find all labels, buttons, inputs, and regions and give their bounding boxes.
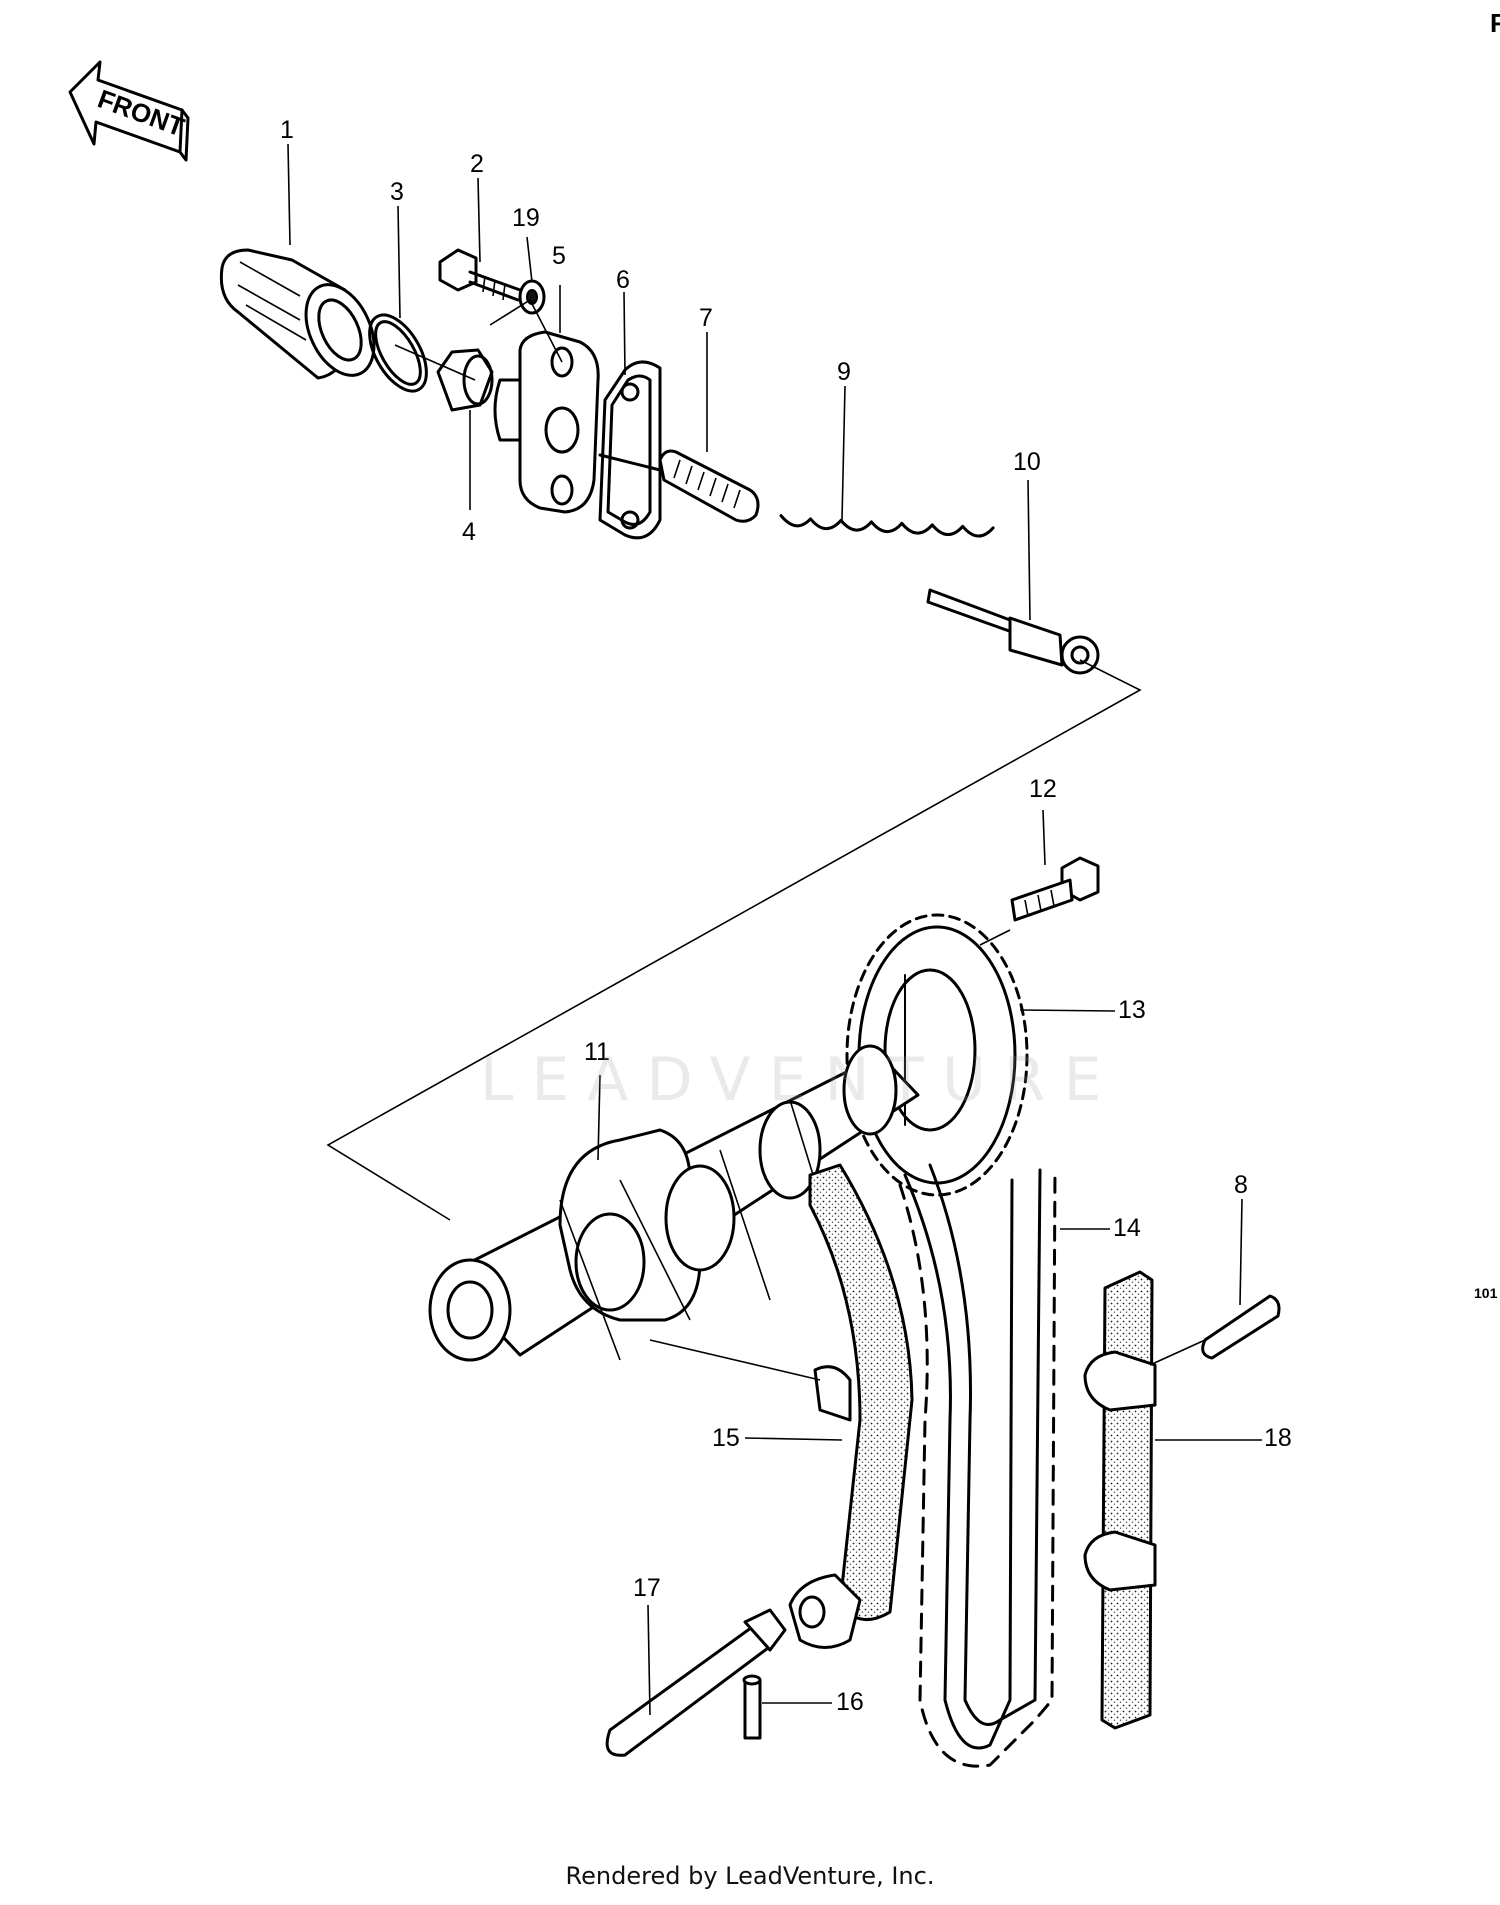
footer-credit: Rendered by LeadVenture, Inc. [565, 1862, 935, 1890]
callout-19: 19 [512, 204, 540, 232]
leader-lines [287, 143, 1262, 1716]
side-number: 101 [1474, 1285, 1498, 1301]
callout-11: 11 [584, 1038, 610, 1066]
part-3-o-ring [368, 313, 428, 393]
part-5-tensioner-body [493, 330, 600, 514]
callout-12: 12 [1029, 775, 1057, 803]
watermark-text: LEADVENTURE [480, 1045, 1120, 1115]
part-11-camshaft [428, 1044, 920, 1362]
callout-16: 16 [836, 1688, 864, 1716]
callout-labels: 1 2 3 4 5 6 7 8 9 10 11 12 13 14 15 16 1… [280, 116, 1292, 1716]
part-6-gasket [598, 360, 662, 540]
part-12-sprocket-bolt [1010, 856, 1100, 922]
part-17-shaft [605, 1608, 787, 1757]
callout-7: 7 [699, 304, 713, 332]
callout-13: 13 [1118, 996, 1146, 1024]
part-16-pin [742, 1674, 762, 1740]
callout-3: 3 [390, 178, 404, 206]
part-4-lock-nut [436, 348, 494, 412]
part-8-pin [1201, 1294, 1281, 1360]
callout-2: 2 [470, 150, 484, 178]
part-9-spring [779, 514, 995, 538]
part-1-tensioner-cap [219, 248, 376, 380]
part-14-cam-chain [898, 1163, 1057, 1768]
page-flag: F [1490, 8, 1500, 38]
part-2-bolt [438, 248, 522, 302]
front-arrow-icon: FRONT [68, 60, 190, 162]
part-19-washer [518, 279, 546, 315]
callout-1: 1 [280, 116, 294, 144]
part-18-guide [1083, 1270, 1157, 1730]
callout-18: 18 [1264, 1424, 1292, 1452]
callout-4: 4 [462, 518, 476, 546]
callout-17: 17 [633, 1574, 661, 1602]
alignment-lines [326, 298, 1206, 1381]
part-15-chain-guide [788, 1163, 914, 1649]
callout-14: 14 [1113, 1214, 1141, 1242]
part-10-long-bolt [926, 588, 1100, 675]
callout-10: 10 [1013, 448, 1041, 476]
part-7-push-rod [598, 449, 760, 523]
callout-8: 8 [1234, 1171, 1248, 1199]
callout-6: 6 [616, 266, 630, 294]
callout-5: 5 [552, 242, 566, 270]
callout-9: 9 [837, 358, 851, 386]
callout-15: 15 [712, 1424, 740, 1452]
